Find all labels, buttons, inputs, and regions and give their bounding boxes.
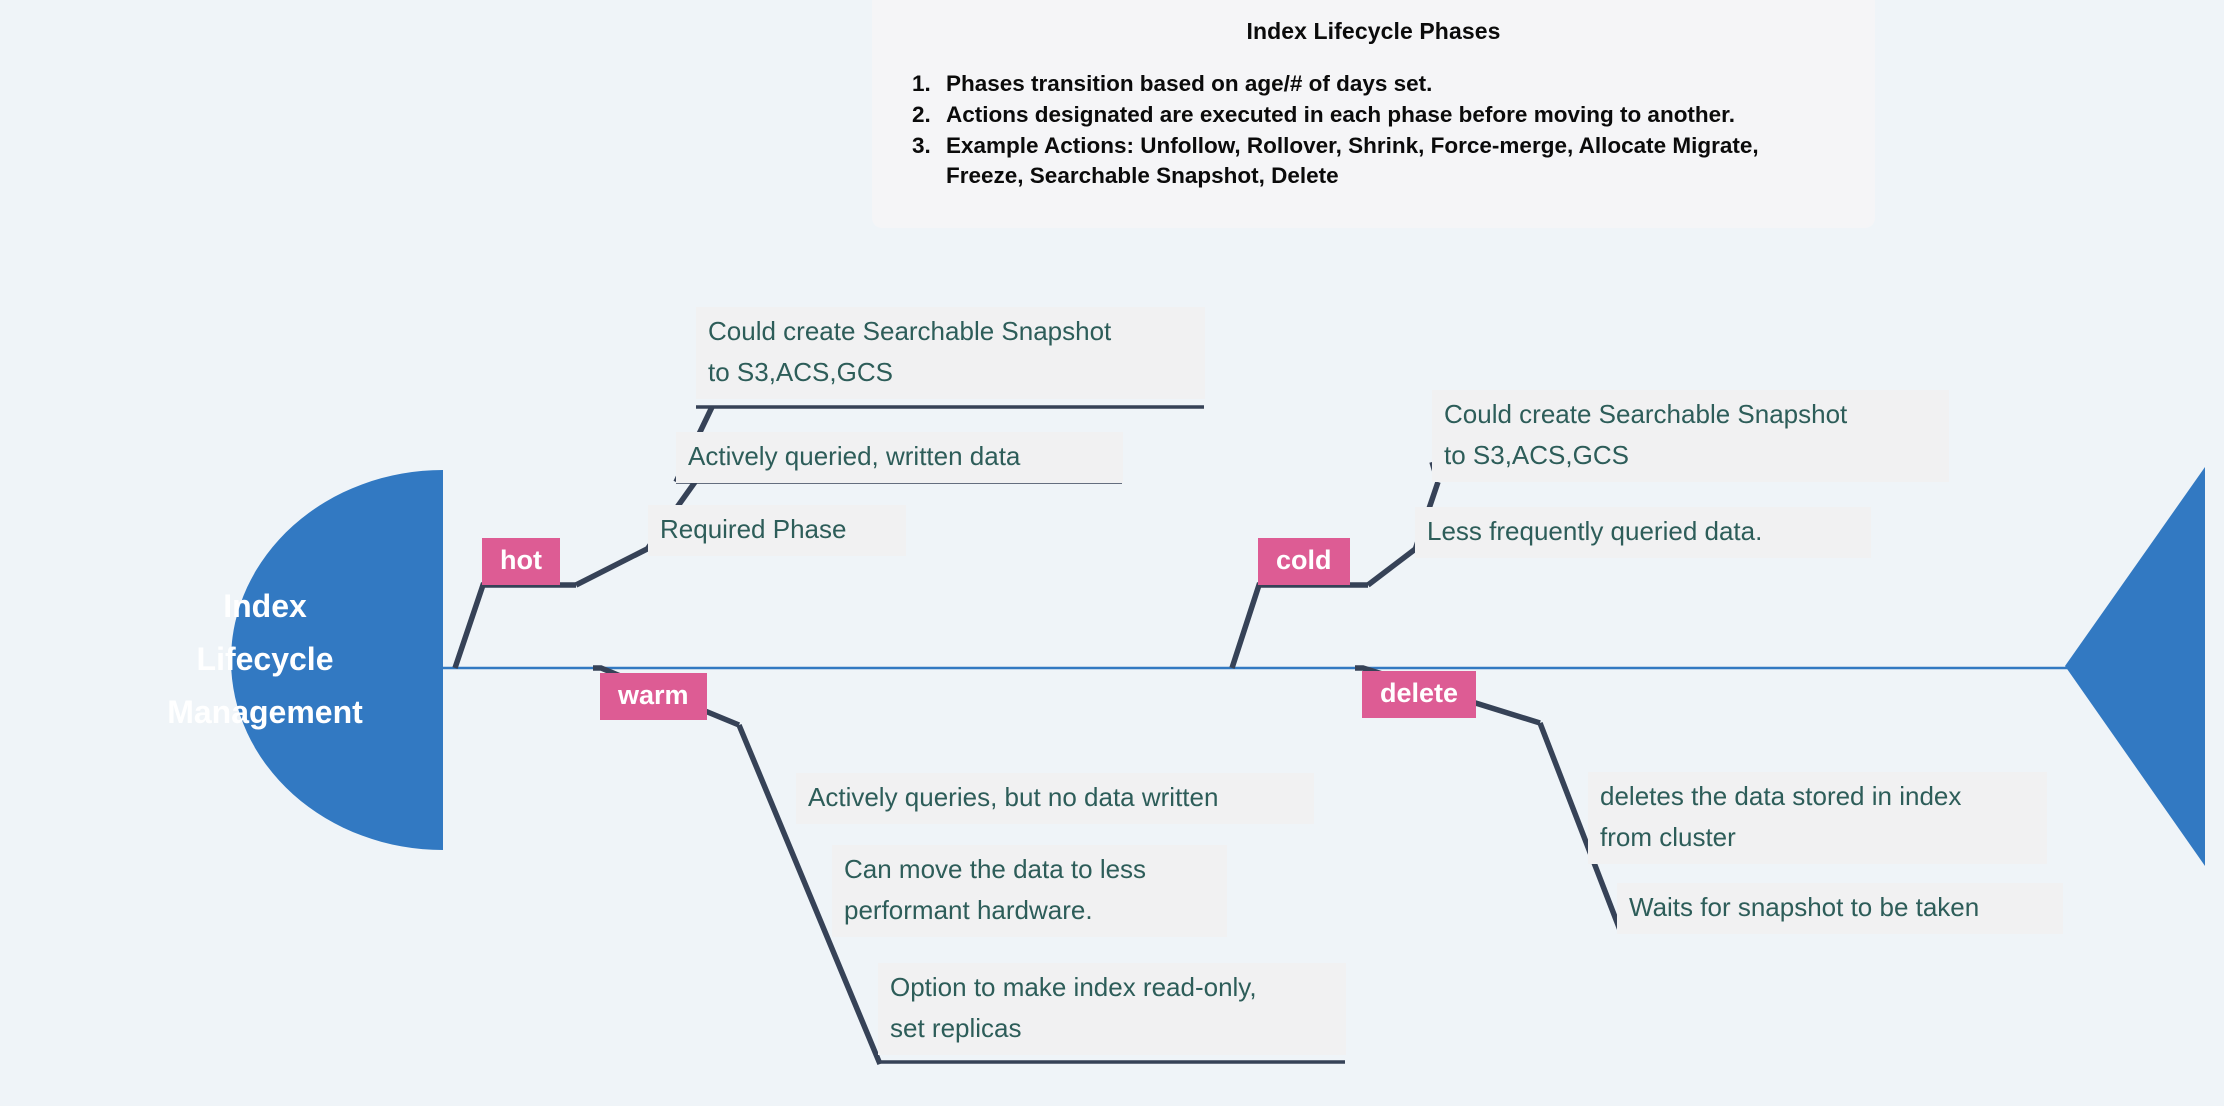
phase-label-delete[interactable]: delete [1362, 671, 1477, 718]
branch-line-delete [1355, 665, 1541, 726]
phase-label-warm[interactable]: warm [600, 673, 707, 720]
sub-item-hot-actively-queried[interactable]: Actively queried, written data [676, 432, 1123, 483]
note-title: Index Lifecycle Phases [1246, 18, 1501, 44]
sub-item-delete-deletes-data[interactable]: deletes the data stored in index from cl… [1588, 772, 2047, 864]
sub-item-hot-required-phase[interactable]: Required Phase [648, 505, 906, 556]
note-item-3-number: 3. [912, 133, 931, 158]
fish-head-shape [231, 470, 443, 850]
branch-line-cold [1229, 582, 1368, 669]
note-item-3-text: Example Actions: Unfollow, Rollover, Shr… [946, 133, 1759, 188]
sub-item-hot-searchable-snapshot[interactable]: Could create Searchable Snapshot to S3,A… [696, 307, 1205, 399]
note-list-item-1: 1. Phases transition based on age/# of d… [912, 69, 1835, 99]
sub-item-warm-read-only[interactable]: Option to make index read-only, set repl… [878, 963, 1346, 1055]
branch-line-warm-stem [736, 723, 883, 1066]
sub-item-warm-less-performant-hardware[interactable]: Can move the data to less performant har… [832, 845, 1227, 937]
fish-tail-shape [2065, 467, 2205, 866]
branch-line-hot [452, 582, 576, 669]
branch-line-cold-upper [1366, 544, 1420, 588]
phase-label-hot[interactable]: hot [482, 538, 560, 585]
phase-label-cold[interactable]: cold [1258, 538, 1350, 585]
branch-line-delete-stem [1537, 722, 1623, 931]
sub-item-cold-searchable-snapshot[interactable]: Could create Searchable Snapshot to S3,A… [1432, 390, 1949, 482]
note-item-2-number: 2. [912, 102, 931, 127]
sub-item-cold-less-frequently-queried[interactable]: Less frequently queried data. [1415, 507, 1871, 558]
note-list-item-2: 2. Actions designated are executed in ea… [912, 100, 1835, 130]
note-list-item-3: 3. Example Actions: Unfollow, Rollover, … [912, 131, 1835, 191]
index-lifecycle-phases-note: Index Lifecycle Phases 1. Phases transit… [872, 0, 1875, 228]
sub-item-delete-waits-snapshot[interactable]: Waits for snapshot to be taken [1617, 883, 2063, 934]
note-item-2-text: Actions designated are executed in each … [946, 102, 1735, 127]
note-list: 1. Phases transition based on age/# of d… [912, 69, 1835, 191]
sub-item-warm-actively-queries[interactable]: Actively queries, but no data written [796, 773, 1314, 824]
note-item-1-number: 1. [912, 71, 931, 96]
branch-line-hot-upper [574, 544, 653, 588]
note-item-1-text: Phases transition based on age/# of days… [946, 71, 1433, 96]
